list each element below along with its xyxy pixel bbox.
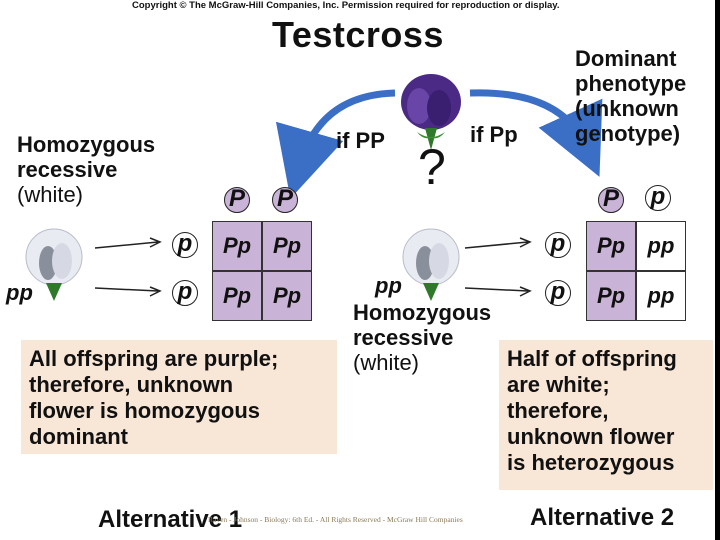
box-line: Half of offspring (507, 346, 677, 371)
box-line: flower is homozygous (29, 398, 261, 423)
if-Pp-label: if Pp (470, 122, 518, 147)
box-line: dominant (29, 424, 128, 449)
white-flower-center-icon (402, 228, 460, 301)
box-line: unknown flower (507, 424, 675, 449)
label-line: (white) (353, 350, 420, 375)
right-border (715, 0, 720, 540)
offspring-cell: Pp (213, 272, 261, 320)
footer-credit: Raven - Johnson - Biology: 6th Ed. - All… (208, 515, 463, 524)
label-line: Dominant (575, 46, 677, 71)
dominant-phenotype-label: Dominant phenotype (unknown genotype) (575, 46, 686, 146)
white-flower-left-icon (25, 228, 83, 301)
offspring-cell: Pp (587, 272, 635, 320)
box-line: are white; (507, 372, 610, 397)
offspring-cell: Pp (263, 222, 311, 270)
allele-top-2: p (645, 185, 671, 211)
allele-side-1: p (172, 232, 198, 258)
allele-top-1: P (598, 187, 624, 213)
page-title: Testcross (272, 14, 444, 55)
if-PP-label: if PP (336, 128, 385, 153)
punnett-square-alt2: Pp pp Pp pp (586, 221, 686, 321)
allele-side-1: p (545, 232, 571, 258)
conclusion-box-alt2: Half of offspring are white; therefore, … (499, 340, 713, 490)
box-line: is heterozygous (507, 450, 675, 475)
homozygous-recessive-center: Homozygous recessive (white) (353, 300, 491, 375)
punnett-square-alt1: Pp Pp Pp Pp (212, 221, 312, 321)
left-genotype: pp (6, 280, 33, 305)
left-allele-arrows (94, 237, 162, 297)
question-mark: ? (418, 139, 446, 195)
homozygous-recessive-left: Homozygous recessive (white) (17, 132, 155, 207)
offspring-cell: Pp (263, 272, 311, 320)
arrow-to-alt2 (469, 89, 603, 177)
box-line: therefore, (507, 398, 609, 423)
allele-side-2: p (172, 280, 198, 306)
offspring-cell: pp (637, 272, 685, 320)
purple-flower-icon (401, 74, 461, 150)
box-line: therefore, unknown (29, 372, 234, 397)
offspring-cell: Pp (213, 222, 261, 270)
allele-top-1: P (224, 187, 250, 213)
allele-side-2: p (545, 280, 571, 306)
arrow-to-alt1 (275, 89, 396, 199)
label-line: Homozygous (17, 132, 156, 157)
label-line: recessive (17, 157, 118, 182)
label-line: recessive (353, 325, 454, 350)
copyright-notice: Copyright © The McGraw-Hill Companies, I… (132, 0, 560, 11)
alternative-2-label: Alternative 2 (530, 504, 675, 531)
center-genotype: pp (375, 273, 402, 298)
allele-top-2: P (272, 187, 298, 213)
box-line: All offspring are purple; (29, 346, 279, 371)
right-allele-arrows (464, 237, 532, 297)
label-line: (unknown (575, 96, 679, 121)
offspring-cell: pp (637, 222, 685, 270)
conclusion-box-alt1: All offspring are purple; therefore, unk… (21, 340, 337, 454)
offspring-cell: Pp (587, 222, 635, 270)
label-line: genotype) (575, 121, 681, 146)
label-line: (white) (17, 182, 84, 207)
label-line: Homozygous (353, 300, 492, 325)
alternative-1-label: Alternative 1 (98, 506, 243, 533)
label-line: phenotype (575, 71, 687, 96)
